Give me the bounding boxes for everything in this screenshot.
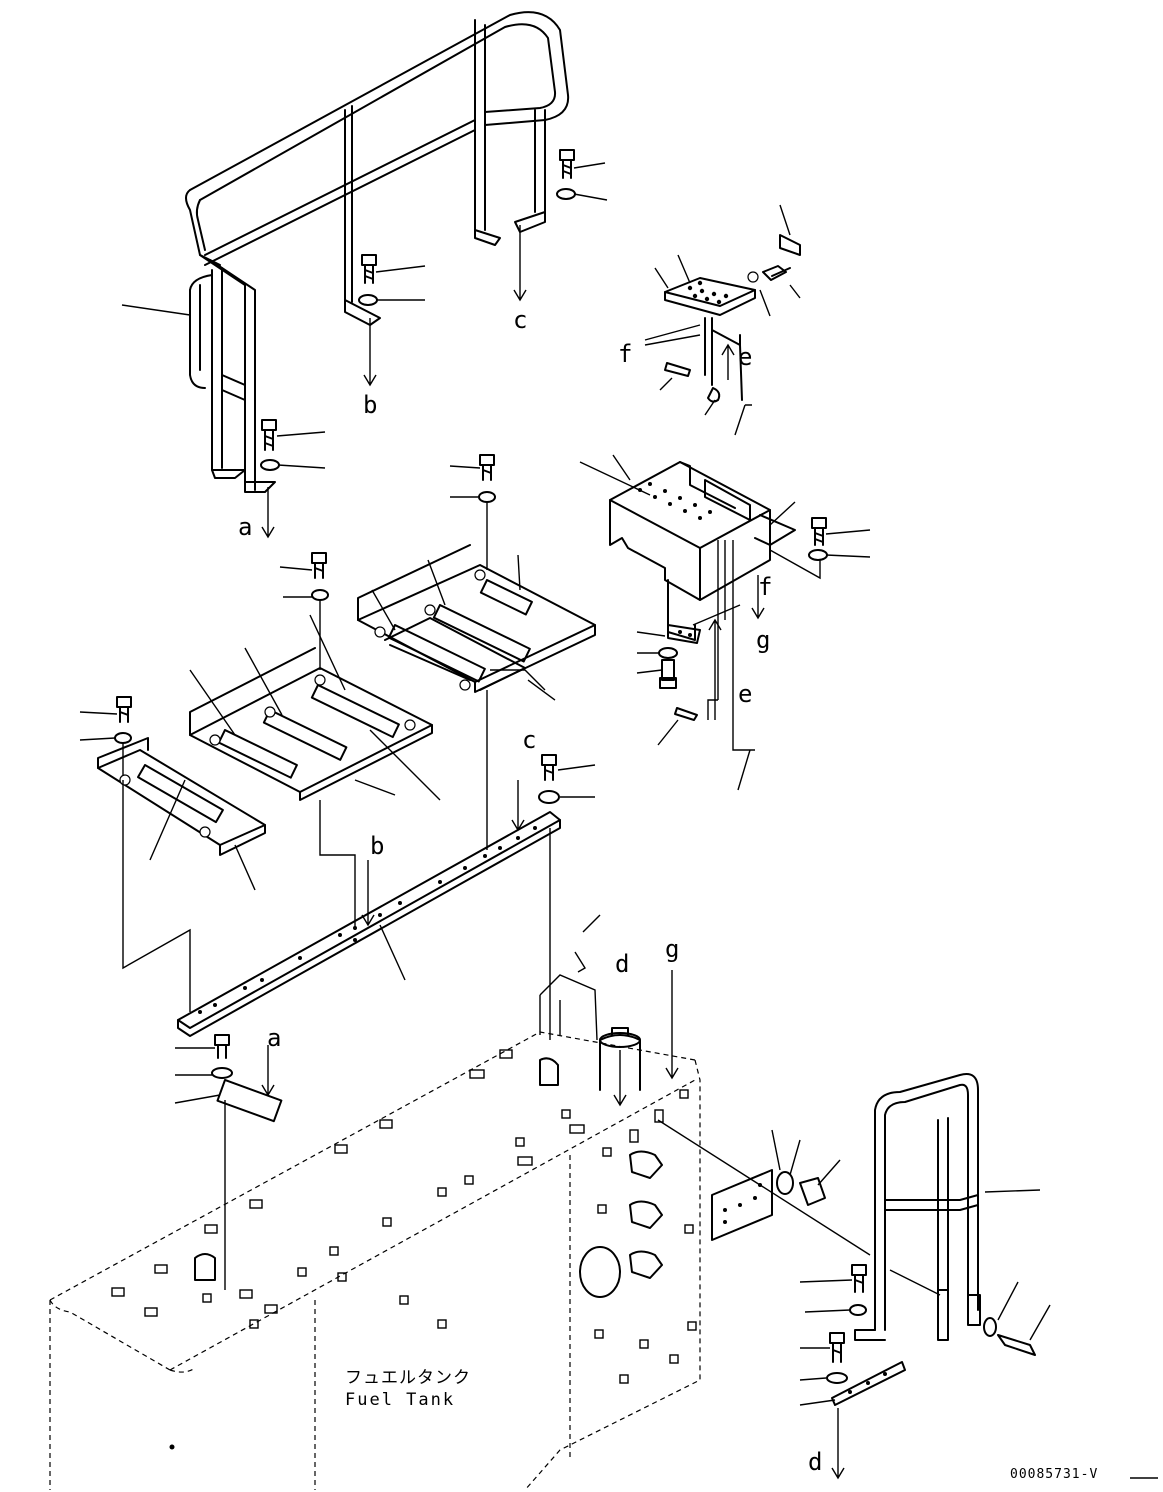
- label-f-mid: f: [758, 573, 772, 601]
- label-g-tank: g: [665, 935, 679, 963]
- lower-handrail: [711, 1073, 1051, 1480]
- step-bolts: [79, 454, 596, 804]
- fuel-tank-label-jp: フュエルタンク: [345, 1368, 471, 1388]
- label-g-mid: g: [756, 626, 770, 654]
- label-a-tank: a: [267, 1024, 281, 1052]
- label-e-mid: e: [738, 680, 752, 708]
- upper-step-bracket: [644, 204, 801, 436]
- label-c-rail: c: [522, 726, 536, 754]
- connector-arrows-top: [261, 225, 527, 539]
- label-e-upper: e: [738, 343, 752, 371]
- label-b-top: b: [363, 391, 377, 419]
- tank-surface-bosses: [111, 1049, 697, 1384]
- long-support-rail: [122, 690, 561, 1040]
- step-plate-middle: [189, 614, 441, 801]
- label-f-upper: f: [618, 340, 632, 368]
- drawing-number: 00085731-V: [1010, 1467, 1098, 1482]
- label-d-tank: d: [615, 950, 629, 978]
- handrail-bolts: [260, 149, 608, 471]
- label-b-rail: b: [370, 832, 384, 860]
- label-a-top: a: [238, 513, 252, 541]
- fuel-tank-label-en: Fuel Tank: [345, 1390, 455, 1410]
- step-plate-right: [357, 544, 596, 701]
- step-box: [579, 454, 871, 791]
- label-d-lower: d: [808, 1448, 822, 1476]
- top-handrail: [121, 11, 570, 493]
- label-c-top: c: [513, 306, 527, 334]
